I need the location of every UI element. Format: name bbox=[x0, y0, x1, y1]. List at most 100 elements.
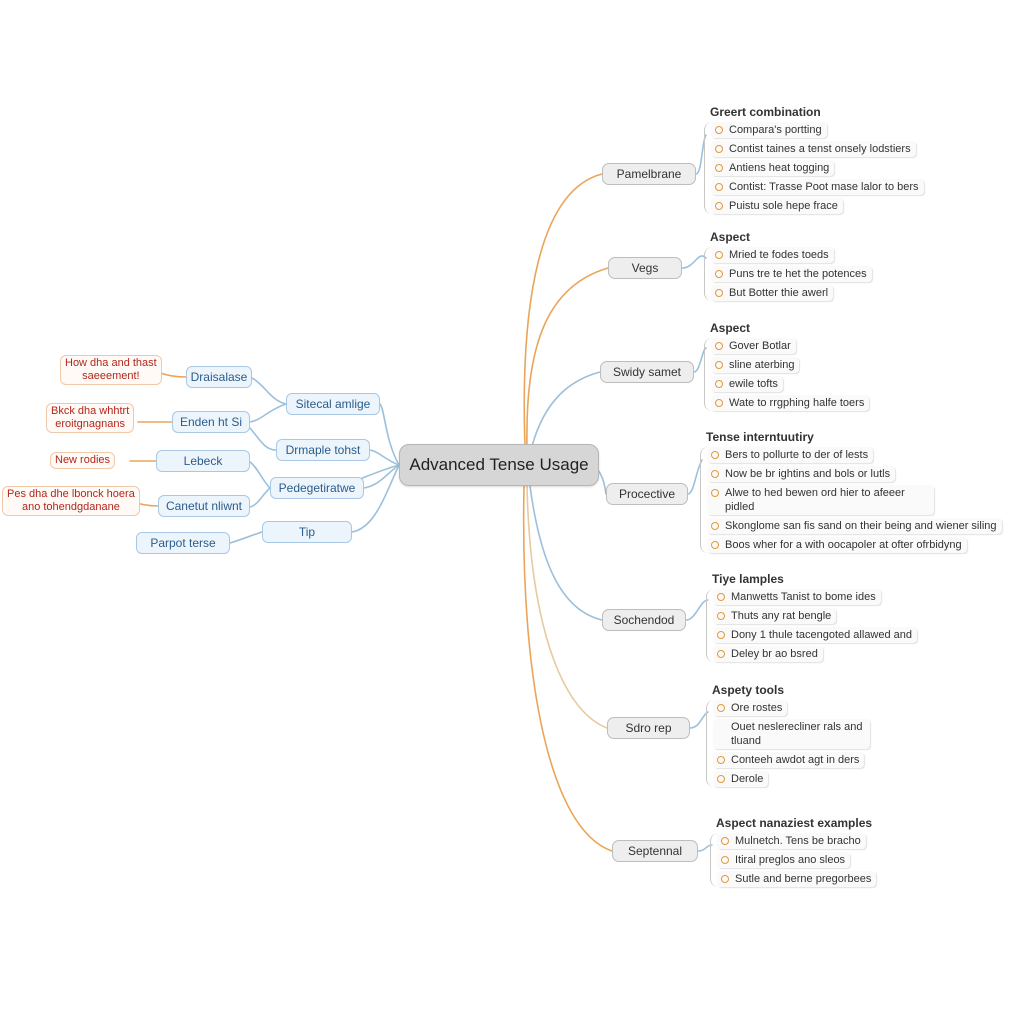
bullet-icon bbox=[711, 489, 719, 497]
group-title: Aspect bbox=[710, 321, 751, 335]
group-items: Mulnetch. Tens be bracho Itiral preglos … bbox=[710, 833, 877, 887]
connector-root-branch-1 bbox=[523, 173, 603, 447]
group-4: Tense interntuutiry Bers to pollurte to … bbox=[700, 430, 1002, 556]
list-item[interactable]: Itiral preglos ano sleos bbox=[717, 852, 851, 868]
group-title: Aspect bbox=[710, 230, 751, 244]
list-item[interactable]: Dony 1 thule tacengoted allawed and bbox=[713, 627, 918, 643]
note-line: New rodies bbox=[55, 454, 111, 466]
left-hub-2[interactable]: Drmaple tohst bbox=[276, 439, 370, 461]
bullet-icon bbox=[715, 145, 723, 153]
list-item[interactable]: Antiens heat togging bbox=[711, 160, 835, 176]
list-item[interactable]: Manwetts Tanist to bome ides bbox=[713, 589, 881, 605]
list-item[interactable]: Sutle and berne pregorbees bbox=[717, 871, 877, 887]
group-items: Mried te fodes toeds Puns tre te het the… bbox=[704, 247, 872, 301]
group-items: Bers to pollurte to der of lests Now be … bbox=[700, 447, 1002, 553]
bullet-icon bbox=[715, 270, 723, 278]
bullet-icon bbox=[717, 631, 725, 639]
root-node[interactable]: Advanced Tense Usage bbox=[399, 444, 599, 486]
group-1: Greert combination Compara's portting Co… bbox=[704, 105, 924, 217]
bullet-icon bbox=[715, 342, 723, 350]
list-item[interactable]: Gover Botlar bbox=[711, 338, 796, 354]
connector-root-branch-5 bbox=[529, 485, 603, 621]
list-item[interactable]: Alwe to hed bewen ord hier to afeeer pid… bbox=[707, 485, 934, 515]
list-item[interactable]: Thuts any rat bengle bbox=[713, 608, 837, 624]
connector-root-hub-2 bbox=[369, 449, 400, 466]
note-4: Pes dha dhe lbonck hoera ano tohendgdana… bbox=[2, 486, 140, 516]
connector-root-branch-7 bbox=[522, 485, 613, 852]
list-item[interactable]: ewile tofts bbox=[711, 376, 783, 392]
branch-node-2[interactable]: Vegs bbox=[608, 257, 682, 279]
bullet-icon bbox=[715, 126, 723, 134]
connector-root-hub-1 bbox=[379, 403, 400, 466]
connector-root-hub-3 bbox=[363, 464, 400, 489]
list-item[interactable]: But Botter thie awerl bbox=[711, 285, 834, 301]
list-item[interactable]: Ouet neslerecliner rals and tluand bbox=[713, 719, 870, 749]
group-title: Tiye lamples bbox=[712, 572, 784, 586]
left-hub-3[interactable]: Pedegetiratwe bbox=[270, 477, 364, 499]
left-leaf-2[interactable]: Enden ht Si bbox=[172, 411, 250, 433]
bullet-icon bbox=[721, 856, 729, 864]
list-item[interactable]: Contist: Trasse Poot mase lalor to bers bbox=[711, 179, 924, 195]
left-hub-4[interactable]: Tip bbox=[262, 521, 352, 543]
note-line: How dha and thast bbox=[65, 357, 157, 369]
left-leaf-3[interactable]: Lebeck bbox=[156, 450, 250, 472]
connector-hub-leaf-5 bbox=[249, 487, 271, 508]
list-item[interactable]: Mulnetch. Tens be bracho bbox=[717, 833, 866, 849]
group-items: Ore rostes Ouet neslerecliner rals and t… bbox=[706, 700, 870, 787]
bullet-icon bbox=[715, 202, 723, 210]
note-line: ano tohendgdanane bbox=[21, 501, 120, 513]
left-leaf-4[interactable]: Canetut nliwnt bbox=[158, 495, 250, 517]
list-item[interactable]: Deley br ao bsred bbox=[713, 646, 823, 662]
branch-node-4[interactable]: Procective bbox=[606, 483, 688, 505]
connector-hub-leaf-3 bbox=[249, 427, 277, 451]
bullet-icon bbox=[711, 541, 719, 549]
left-leaf-5[interactable]: Parpot terse bbox=[136, 532, 230, 554]
connector-branch-group-3 bbox=[693, 347, 707, 373]
list-item[interactable]: Contist taines a tenst onsely lodstiers bbox=[711, 141, 916, 157]
note-3: New rodies bbox=[50, 452, 116, 469]
bullet-icon bbox=[717, 756, 725, 764]
list-item[interactable]: Mried te fodes toeds bbox=[711, 247, 834, 263]
note-line: eroitgnagnans bbox=[55, 418, 125, 430]
left-hub-1[interactable]: Sitecal amlige bbox=[286, 393, 380, 415]
branch-node-1[interactable]: Pamelbrane bbox=[602, 163, 696, 185]
list-item[interactable]: Skonglome san fis sand on their being an… bbox=[707, 518, 1002, 534]
note-line: saeeement! bbox=[82, 370, 140, 382]
list-item[interactable]: Conteeh awdot agt in ders bbox=[713, 752, 865, 768]
connector-root-branch-6 bbox=[526, 485, 608, 729]
bullet-icon bbox=[711, 522, 719, 530]
list-item[interactable]: Now be br ightins and bols or lutls bbox=[707, 466, 896, 482]
bullet-icon bbox=[717, 593, 725, 601]
bullet-icon bbox=[717, 775, 725, 783]
connector-root-branch-3 bbox=[531, 371, 601, 447]
branch-node-5[interactable]: Sochendod bbox=[602, 609, 686, 631]
list-item[interactable]: sline aterbing bbox=[711, 357, 800, 373]
connector-hub-leaf-6 bbox=[229, 531, 263, 544]
note-2: Bkck dha whhtrt eroitgnagnans bbox=[46, 403, 135, 433]
branch-node-7[interactable]: Septennal bbox=[612, 840, 698, 862]
connector-root-branch-2 bbox=[526, 267, 609, 447]
list-item[interactable]: Wate to rrgphing halfe toers bbox=[711, 395, 870, 411]
left-leaf-1[interactable]: Draisalase bbox=[186, 366, 252, 388]
note-1: How dha and thast saeeement! bbox=[60, 355, 162, 385]
note-line: Bkck dha whhtrt bbox=[51, 405, 130, 417]
bullet-icon bbox=[715, 289, 723, 297]
branch-node-3[interactable]: Swidy samet bbox=[600, 361, 694, 383]
group-2: Aspect Mried te fodes toeds Puns tre te … bbox=[704, 230, 872, 304]
connector-hub-leaf-1 bbox=[251, 377, 287, 405]
list-item[interactable]: Bers to pollurte to der of lests bbox=[707, 447, 874, 463]
list-item[interactable]: Ore rostes bbox=[713, 700, 788, 716]
bullet-icon bbox=[715, 164, 723, 172]
branch-node-6[interactable]: Sdro rep bbox=[607, 717, 690, 739]
list-item[interactable]: Compara's portting bbox=[711, 122, 827, 138]
bullet-icon bbox=[721, 875, 729, 883]
list-item[interactable]: Boos wher for a with oocapoler at ofter … bbox=[707, 537, 967, 553]
connector-branch-group-1 bbox=[695, 134, 707, 175]
group-items: Gover Botlar sline aterbing ewile tofts … bbox=[704, 338, 870, 411]
list-item[interactable]: Puistu sole hepe frace bbox=[711, 198, 843, 214]
group-title: Aspect nanaziest examples bbox=[716, 816, 873, 830]
bullet-icon bbox=[715, 380, 723, 388]
list-item[interactable]: Derole bbox=[713, 771, 769, 787]
list-item[interactable]: Puns tre te het the potences bbox=[711, 266, 872, 282]
